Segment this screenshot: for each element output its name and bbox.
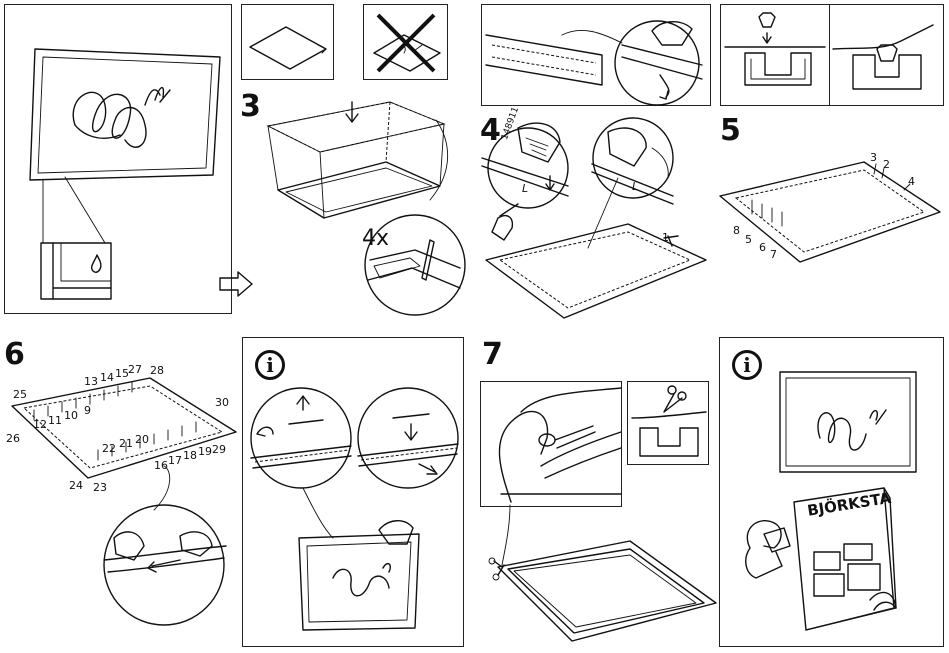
step6-number-18: 18 (183, 449, 197, 462)
step6-number-29: 29 (212, 443, 226, 456)
step6-number-30: 30 (215, 396, 229, 409)
step6-number-20: 20 (135, 433, 149, 446)
step-5-tape-illustration (719, 161, 941, 263)
step6-number-17: 17 (168, 454, 182, 467)
framed-picture-illustration (29, 48, 221, 300)
step6-number-9: 9 (84, 404, 91, 417)
step6-number-26: 26 (6, 432, 20, 445)
quantity-label: 4x (362, 226, 390, 251)
step6-number-14: 14 (100, 371, 114, 384)
step5-number-5: 5 (745, 233, 752, 246)
panel-step5-detail (720, 4, 944, 106)
next-arrow-icon (219, 271, 253, 297)
step6-number-22: 22 (102, 442, 116, 455)
step6-number-15: 15 (115, 367, 129, 380)
panel-info-booklet: i BJÖRKSTA (719, 337, 944, 647)
step6-number-27: 27 (128, 363, 142, 376)
panel-wrong-way (363, 4, 448, 80)
panel-backing-paper (241, 4, 334, 80)
step-6-number: 6 (4, 337, 25, 372)
step-7-frame-illustration (488, 504, 717, 642)
step6-number-24: 24 (69, 479, 83, 492)
step6-number-19: 19 (198, 445, 212, 458)
length-mark-2: L (632, 180, 639, 193)
step5-number-4: 4 (908, 175, 915, 188)
info-icon-2: i (732, 350, 762, 380)
step6-number-28: 28 (150, 364, 164, 377)
step6-number-11: 11 (48, 414, 62, 427)
step-6-tape-illustration (11, 377, 237, 626)
step6-number-21: 21 (119, 437, 133, 450)
panel-step7-detail (480, 381, 622, 507)
step-4-tape-illustration (481, 117, 707, 319)
panel-overview (4, 4, 232, 314)
panel-step4-detail (481, 4, 711, 106)
step5-number-6: 6 (759, 241, 766, 254)
step4-tape-number: 1 (662, 231, 669, 244)
panel-step7-scissors (627, 381, 709, 465)
strip-fold-illustration (485, 20, 703, 106)
info-icon: i (255, 350, 285, 380)
step6-number-13: 13 (84, 375, 98, 388)
step6-number-23: 23 (93, 481, 107, 494)
step-7-number: 7 (482, 337, 503, 372)
step6-number-25: 25 (13, 388, 27, 401)
strip-removal-illustration (250, 387, 459, 631)
backing-sheet-illustration (249, 26, 327, 70)
clip-profile-illustration (724, 12, 934, 90)
panel-info-strip-removal: i (242, 337, 464, 647)
trim-strip-illustration (498, 387, 622, 503)
step6-number-16: 16 (154, 459, 168, 472)
step-5-number: 5 (720, 113, 741, 148)
scissors-cut-illustration (631, 385, 707, 457)
do-not-cross-icon (373, 13, 441, 73)
step5-number-2: 2 (883, 158, 890, 171)
step6-number-12: 12 (33, 418, 47, 431)
step5-number-8: 8 (733, 224, 740, 237)
wall-frame-illustration (745, 371, 917, 631)
step5-number-7: 7 (770, 248, 777, 261)
step-3-number: 3 (240, 89, 261, 124)
step5-number-3: 3 (870, 151, 877, 164)
step6-number-10: 10 (64, 409, 78, 422)
step-3-assembly-illustration (266, 101, 466, 316)
length-mark-1: L (522, 182, 529, 195)
step-4-number: 4 (480, 113, 501, 148)
